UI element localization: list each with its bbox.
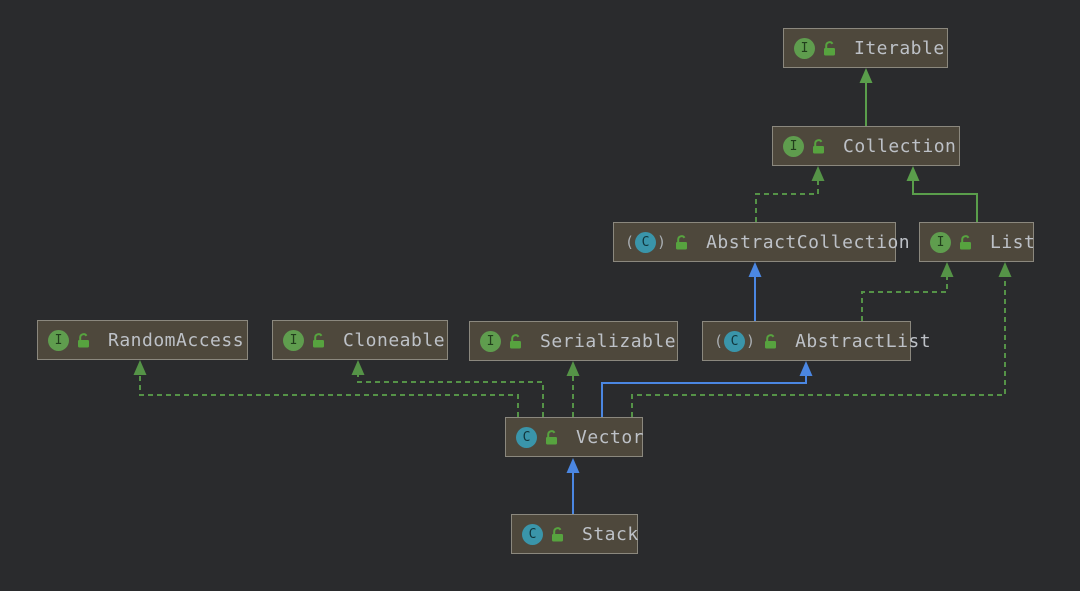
arrowhead-serializable [566,361,580,376]
interface-icon: I [794,37,815,59]
unlocked-padlock-icon [552,526,563,541]
node-abstract-list[interactable]: (C) AbstractList [702,321,931,361]
unlocked-padlock-icon [510,333,521,348]
arrowhead-vector [566,458,580,473]
edge-vector-implements-cloneable[interactable] [357,375,544,417]
abstract-class-icon: (C) [714,330,756,352]
node-iterable[interactable]: I Iterable [783,28,948,68]
node-label: Cloneable [343,329,446,351]
edge-abstractcollection-implements-collection[interactable] [755,181,819,222]
node-stack[interactable]: C Stack [511,514,638,554]
node-label: AbstractList [795,330,932,352]
unlocked-padlock-icon [313,332,324,347]
node-label: List [990,231,1036,253]
edge-abstractlist-implements-list[interactable] [861,277,948,321]
node-cloneable[interactable]: I Cloneable [272,320,448,360]
edge-vector-extends-abstractlist[interactable] [601,376,807,417]
interface-icon: I [48,329,69,351]
edge-vector-implements-list[interactable] [631,277,1006,417]
node-random-access[interactable]: I RandomAccess [37,320,248,360]
unlocked-padlock-icon [824,40,835,55]
node-label: AbstractCollection [706,231,911,253]
node-abstract-collection[interactable]: (C) AbstractCollection [613,222,910,262]
node-vector[interactable]: C Vector [505,417,645,457]
arrowhead-iterable [859,68,873,83]
node-label: Vector [576,426,645,448]
interface-icon: I [283,329,304,351]
interface-icon: I [930,231,951,253]
arrowhead-abstractlist [799,361,813,376]
interface-icon: I [480,330,501,352]
node-label: Serializable [540,330,677,352]
arrowhead-abstractcollection [748,262,762,277]
unlocked-padlock-icon [676,234,688,249]
class-icon: C [516,426,537,448]
class-icon: C [522,523,543,545]
interface-icon: I [783,135,804,157]
arrowhead-randomaccess [133,360,147,375]
node-label: Collection [843,135,957,157]
abstract-class-icon: (C) [625,231,667,253]
arrowhead-collection-left [811,166,825,181]
unlocked-padlock-icon [765,333,777,348]
edge-list-extends-collection[interactable] [912,181,978,222]
unlocked-padlock-icon [960,234,971,249]
edge-vector-implements-randomaccess[interactable] [139,375,519,417]
node-collection[interactable]: I Collection [772,126,960,166]
arrowhead-collection-right [906,166,920,181]
arrowhead-cloneable [351,360,365,375]
node-label: RandomAccess [108,329,245,351]
arrowhead-list-right [998,262,1012,277]
unlocked-padlock-icon [813,138,824,153]
unlocked-padlock-icon [78,332,89,347]
node-list[interactable]: I List [919,222,1036,262]
arrowhead-list-left [940,262,954,277]
node-serializable[interactable]: I Serializable [469,321,678,361]
unlocked-padlock-icon [546,429,557,444]
node-label: Iterable [854,37,945,59]
node-label: Stack [582,523,639,545]
